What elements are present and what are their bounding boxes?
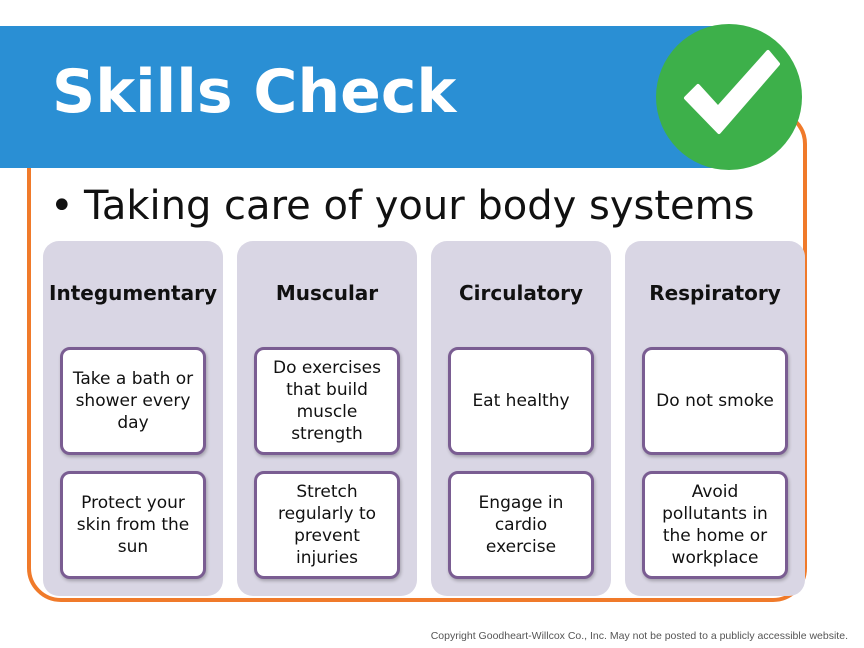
bullet-marker: • <box>50 183 74 229</box>
tip-card: Do exercises that build muscle strength <box>254 347 400 455</box>
bullet-text: Taking care of your body systems <box>84 183 755 229</box>
tip-card: Eat healthy <box>448 347 594 455</box>
tip-text: Eat healthy <box>472 391 570 411</box>
checkmark-icon <box>656 24 802 170</box>
tip-card: Protect your skin from the sun <box>60 471 206 579</box>
copyright-footer: Copyright Goodheart-Willcox Co., Inc. Ma… <box>430 630 848 642</box>
column-title: Integumentary <box>49 281 217 305</box>
bullet-point: •Taking care of your body systems <box>50 184 754 228</box>
tip-card: Do not smoke <box>642 347 788 455</box>
column-title: Circulatory <box>458 281 584 305</box>
tip-text: Stretch regularly to prevent injuries <box>277 482 377 568</box>
tip-text: Engage in cardio exercise <box>478 493 564 557</box>
tip-text: Protect your skin from the sun <box>76 493 190 557</box>
column-title: Muscular <box>275 281 379 305</box>
tip-card: Stretch regularly to prevent injuries <box>254 471 400 579</box>
tip-text: Do exercises that build muscle strength <box>273 358 381 444</box>
tip-card: Avoid pollutants in the home or workplac… <box>642 471 788 579</box>
column-title: Respiratory <box>649 281 781 305</box>
tip-text: Do not smoke <box>656 391 774 411</box>
tip-card: Take a bath or shower every day <box>60 347 206 455</box>
title-bar <box>0 26 720 168</box>
tip-text: Take a bath or shower every day <box>72 369 194 433</box>
checkmark-icon-svg <box>684 50 780 134</box>
column-muscular: Muscular Do exercises that build muscle … <box>237 241 417 596</box>
tip-text: Avoid pollutants in the home or workplac… <box>662 482 768 568</box>
column-circulatory: Circulatory Eat healthy Engage in cardio… <box>431 241 611 596</box>
tip-card: Engage in cardio exercise <box>448 471 594 579</box>
column-respiratory: Respiratory Do not smoke Avoid pollutant… <box>625 241 805 596</box>
slide-title: Skills Check <box>52 57 457 127</box>
column-integumentary: Integumentary Take a bath or shower ever… <box>43 241 223 596</box>
